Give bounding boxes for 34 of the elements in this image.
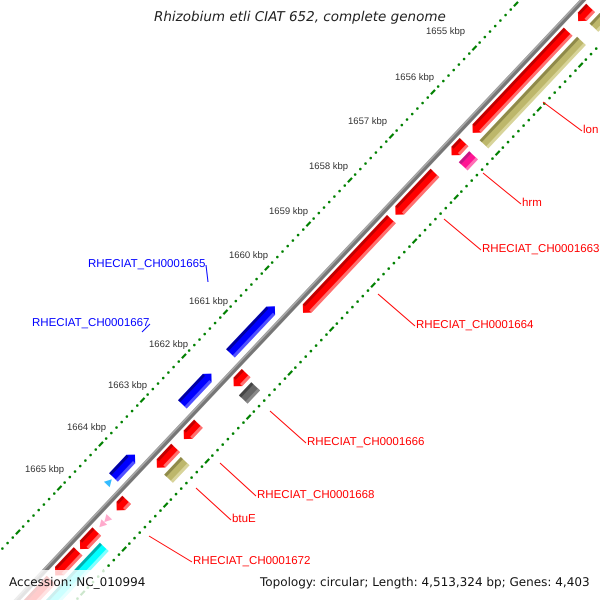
gene-label: btuE [232, 514, 256, 526]
leader-line [378, 294, 416, 326]
gene-label: RHECIAT_CH0001664 [416, 320, 534, 332]
leader-line [196, 488, 232, 520]
map-title: Rhizobium etli CIAT 652, complete genome [152, 10, 448, 26]
tick-label: 1665 kbp [25, 465, 64, 474]
gene-label: RHECIAT_CH0001665 [88, 259, 206, 270]
gene-label: lon [583, 125, 598, 136]
gene-label: RHECIAT_CH0001663 [482, 244, 600, 256]
gene-label: RHECIAT_CH0001667 [32, 318, 150, 330]
gene-label: hrm [522, 198, 542, 210]
gene-label: RHECIAT_CH0001672 [193, 556, 310, 568]
leader-line [148, 536, 192, 562]
leader-line [444, 218, 482, 250]
tick-label: 1655 kbp [426, 27, 466, 36]
tick-label: 1664 kbp [67, 423, 106, 432]
tick-label: 1658 kbp [309, 162, 348, 172]
gene-label: RHECIAT_CH0001668 [257, 490, 374, 502]
leader-line [482, 172, 522, 204]
gene-label: RHECIAT_CH0001666 [307, 437, 424, 448]
leader-line [142, 324, 150, 332]
leader-line [542, 102, 582, 132]
tick-label: 1662 kbp [149, 340, 188, 350]
tick-label: 1656 kbp [395, 73, 434, 82]
genome-info-text: Topology: circular; Length: 4,513,324 bp; Genes: 4,403 [260, 576, 590, 588]
accession-text: Accession: NC_010994 [9, 576, 146, 588]
tick-label: 1660 kbp [229, 251, 268, 260]
tick-label: 1663 kbp [108, 381, 148, 390]
tick-label: 1659 kbp [269, 207, 308, 216]
tick-label: 1657 kbp [348, 117, 388, 126]
leader-line [270, 410, 306, 444]
leader-line [220, 462, 256, 496]
leader-line [206, 264, 208, 282]
tick-label: 1661 kbp [189, 297, 228, 306]
